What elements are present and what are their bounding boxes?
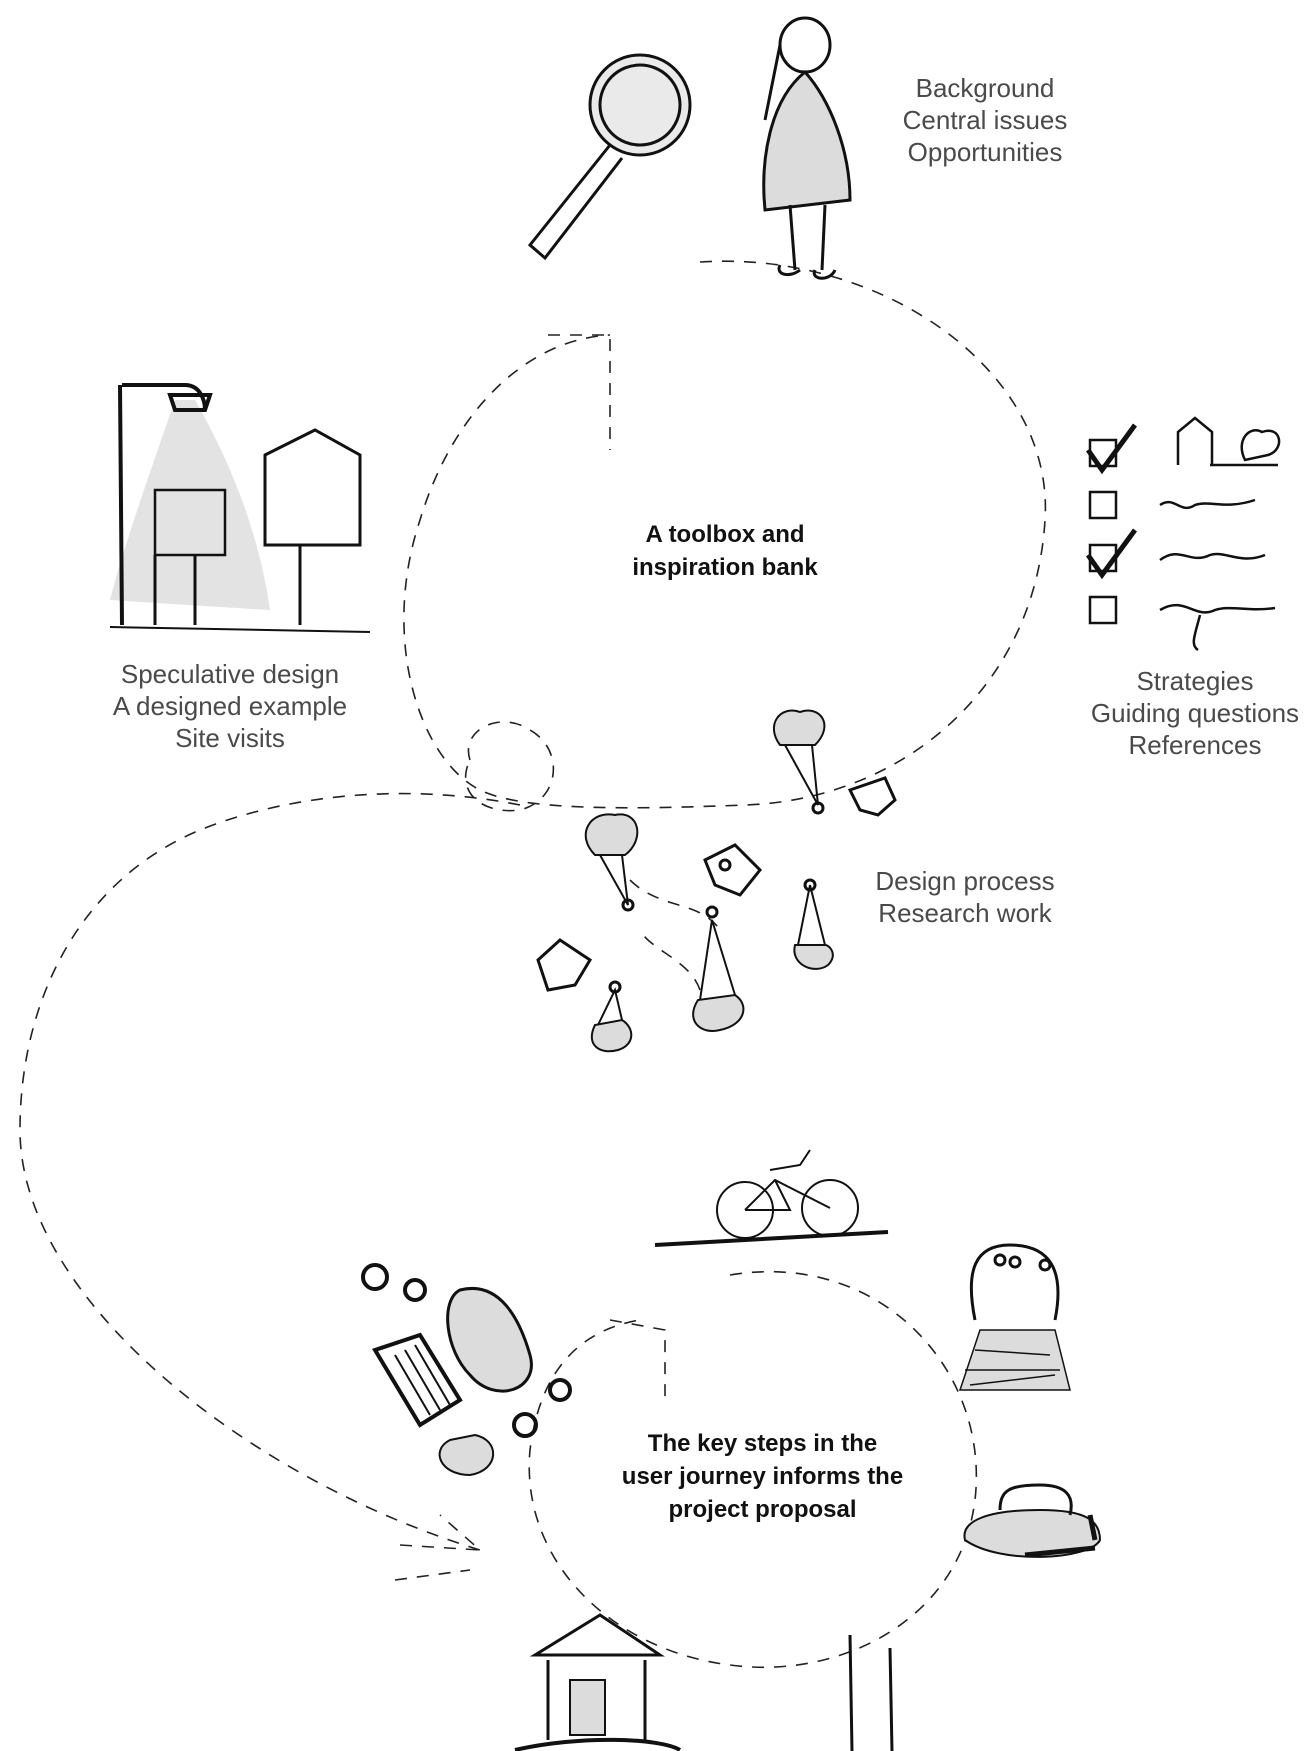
top-loop-arrow [548, 334, 611, 450]
outer-loop-arrow [399, 1514, 483, 1551]
center-top-title: A toolbox and inspiration bank [555, 518, 895, 584]
center-bottom-title: The key steps in the user journey inform… [580, 1427, 945, 1526]
process-link [629, 879, 721, 931]
balloon-cluster-icon [536, 709, 897, 1053]
label-strategies-line2: Guiding questions [1090, 698, 1300, 728]
person-icon [762, 16, 852, 280]
label-background-line1: Background [915, 73, 1055, 103]
bottom-loop-arrow [609, 1319, 666, 1400]
top-loop-path [403, 260, 1047, 809]
tree-icon [958, 1243, 1071, 1391]
center-bottom-line1: The key steps in the [647, 1430, 878, 1457]
label-background-line2: Central issues [902, 105, 1068, 135]
bicycle-icon [654, 1149, 889, 1247]
label-speculative-line3: Site visits [175, 723, 285, 753]
bottom-loop-path [528, 1270, 978, 1669]
center-top-line2: inspiration bank [632, 554, 818, 581]
label-strategies-line3: References [1128, 730, 1262, 760]
hat-icon [963, 1483, 1102, 1558]
magnifier-icon [527, 53, 692, 261]
label-design-process-line2: Research work [878, 898, 1052, 928]
center-bottom-line2: user journey informs the [621, 1463, 904, 1490]
hut-icon [514, 1613, 682, 1751]
pole-icon [848, 1634, 894, 1751]
bottom-loop-tail [394, 1569, 471, 1581]
label-speculative-line1: Speculative design [120, 659, 340, 689]
center-bottom-line3: project proposal [668, 1496, 857, 1523]
label-strategies: Strategies Guiding questions References [1085, 665, 1305, 761]
stones-icon [361, 1263, 572, 1477]
label-strategies-line1: Strategies [1136, 666, 1254, 696]
label-speculative: Speculative design A designed example Si… [100, 658, 360, 754]
lamp-noticeboard-icon [109, 383, 371, 633]
label-design-process-line1: Design process [875, 866, 1055, 896]
process-link-2 [639, 929, 701, 991]
label-background-line3: Opportunities [907, 137, 1063, 167]
label-background: Background Central issues Opportunities [880, 72, 1090, 168]
small-loop-path [464, 721, 555, 812]
label-design-process: Design process Research work [870, 865, 1060, 929]
checklist-icon [1085, 416, 1281, 652]
label-speculative-line2: A designed example [112, 691, 348, 721]
center-top-line1: A toolbox and [645, 521, 805, 548]
outer-loop-path [19, 792, 521, 1551]
